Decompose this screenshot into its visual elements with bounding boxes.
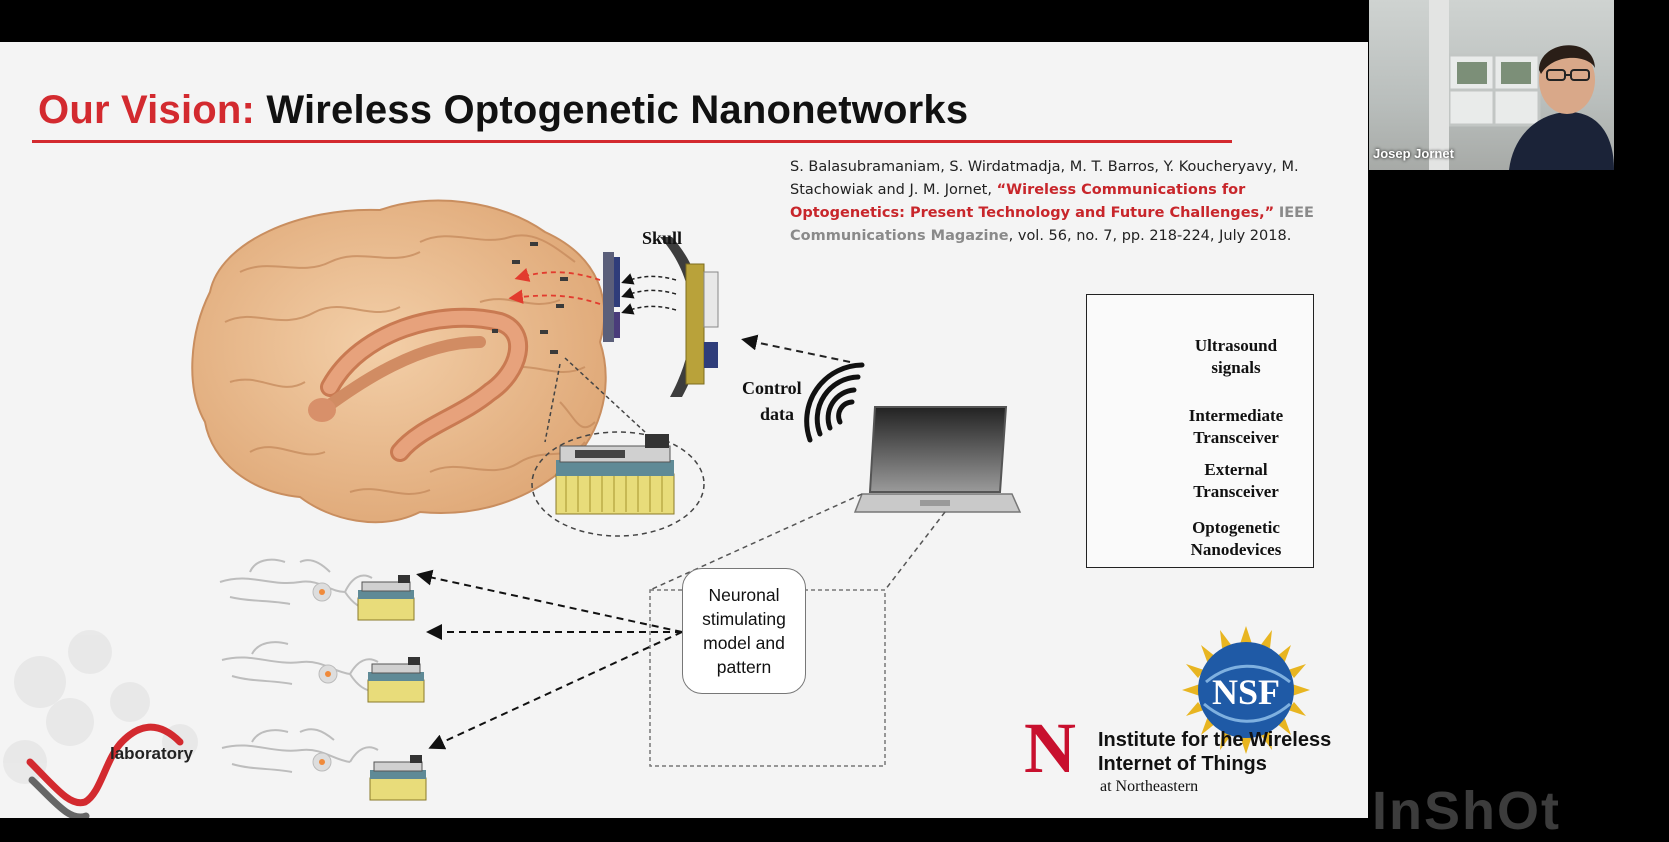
neuronal-model-box: Neuronal stimulating model and pattern (682, 568, 806, 694)
model-line-3: model and (703, 633, 785, 653)
stimulation-arrows (420, 575, 682, 747)
participant-name: Josep Jornet (1373, 146, 1454, 161)
lab-logo-text: laboratory (110, 744, 193, 764)
neuron-row-2 (222, 642, 424, 702)
skull-label: Skull (642, 228, 682, 248)
control-data-arrow (745, 340, 850, 362)
model-line-4: pattern (717, 657, 771, 677)
neuron-row-3 (222, 729, 426, 800)
model-line-1: Neuronal (708, 585, 779, 605)
model-line-2: stimulating (702, 609, 786, 629)
participant-video-tile[interactable]: Josep Jornet (1369, 0, 1614, 170)
intermediate-transceiver (603, 252, 620, 342)
brain-illustration (192, 201, 605, 523)
institute-sub: at Northeastern (1100, 778, 1198, 796)
neuron-row-1 (220, 560, 414, 620)
control-label-line1: Control (742, 378, 802, 398)
participant-video-frame (1369, 0, 1614, 170)
northeastern-n-logo: N (1024, 712, 1076, 784)
wireless-signal-icon (807, 365, 862, 440)
external-transceiver (686, 264, 718, 384)
lab-logo-wave (30, 727, 180, 817)
control-label-line2: data (760, 404, 794, 424)
presentation-slide: Our Vision: Wireless Optogenetic Nanonet… (0, 42, 1368, 818)
ultrasound-arrows-black (624, 276, 676, 312)
laptop-icon (855, 407, 1020, 512)
app-watermark: InShOt (1372, 780, 1561, 842)
nsf-text: NSF (1212, 672, 1280, 712)
